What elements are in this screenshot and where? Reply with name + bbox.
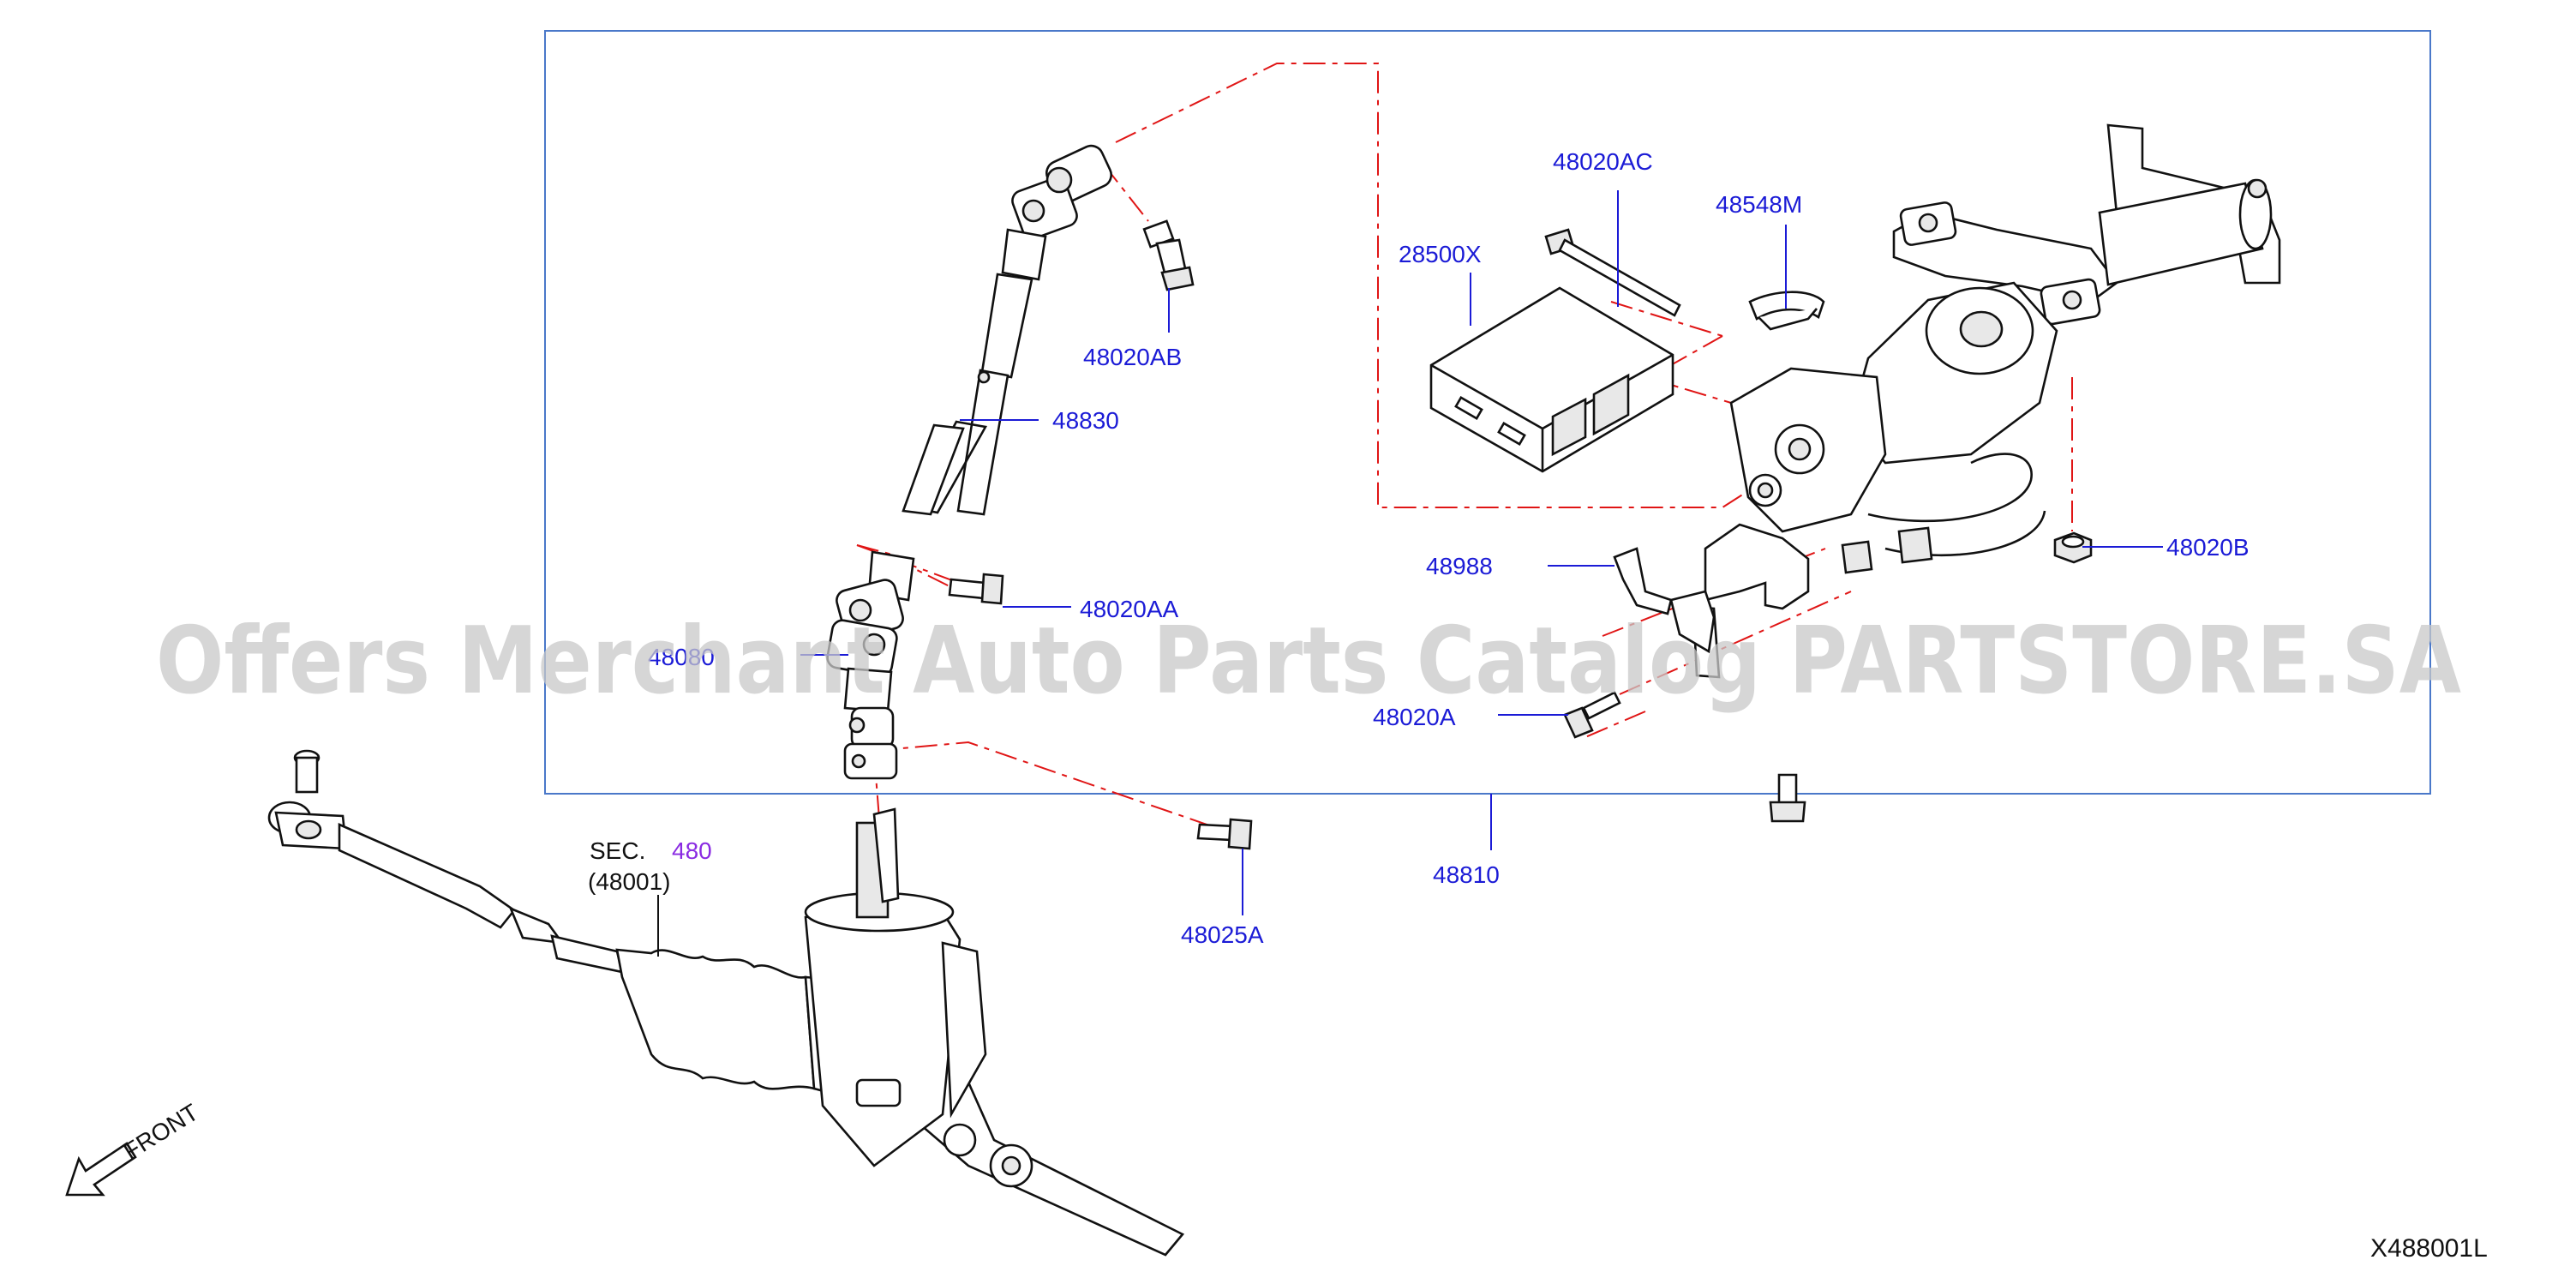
label-48830: 48830 — [1052, 407, 1119, 434]
steering-gear-assembly — [267, 749, 1185, 1257]
label-48988: 48988 — [1426, 553, 1493, 579]
bolt-48025A — [1196, 818, 1253, 850]
label-48025A: 48025A — [1181, 921, 1264, 948]
control-unit-28500X — [1429, 286, 1674, 473]
label-sec-48001: (48001) — [588, 868, 671, 895]
leader-lines — [657, 190, 2163, 957]
label-sec-prefix: SEC. — [590, 837, 645, 864]
label-sec-480[interactable]: 480 — [672, 837, 712, 864]
label-48810: 48810 — [1433, 861, 1500, 888]
label-28500X: 28500X — [1399, 241, 1482, 267]
label-48020AB: 48020AB — [1083, 344, 1182, 370]
label-48020A: 48020A — [1373, 704, 1456, 730]
label-front: FRONT — [119, 1099, 203, 1165]
label-48020AA: 48020AA — [1080, 596, 1179, 622]
lower-universal-joint — [826, 550, 915, 780]
mounting-bolt-loose — [1769, 773, 1806, 823]
figure-code: X488001L — [2370, 1234, 2488, 1263]
bolt-48020AB — [1142, 219, 1195, 291]
nut-48020B — [2053, 531, 2093, 564]
label-48080: 48080 — [648, 644, 715, 670]
long-bolt-48020AC — [1544, 228, 1681, 317]
bracket-48988 — [1613, 547, 1716, 654]
assembly-frame — [544, 30, 2431, 795]
label-48548M: 48548M — [1716, 191, 1802, 218]
front-arrow-icon — [65, 1142, 137, 1197]
label-48020B: 48020B — [2166, 534, 2250, 561]
label-48020AC: 48020AC — [1553, 148, 1653, 175]
bolt-48020AA — [948, 573, 1004, 605]
bolt-48020A — [1563, 691, 1621, 739]
upper-intermediate-shaft — [902, 144, 1112, 516]
watermark: Offers Merchant Auto Parts Catalog PARTS… — [156, 608, 2461, 715]
